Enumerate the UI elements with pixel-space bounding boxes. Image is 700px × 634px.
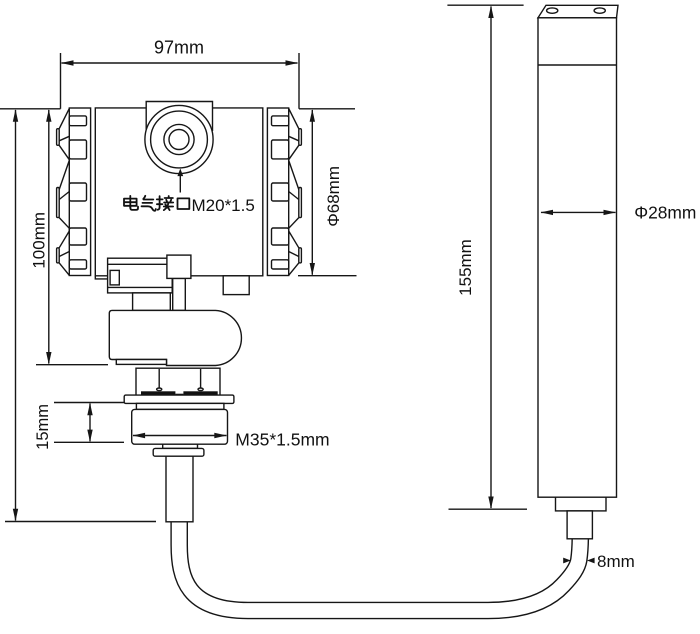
svg-text:Φ68mm: Φ68mm: [324, 166, 343, 227]
svg-text:15mm: 15mm: [34, 404, 52, 450]
svg-text:Φ28mm: Φ28mm: [634, 203, 696, 223]
svg-text:M35*1.5mm: M35*1.5mm: [235, 429, 329, 449]
svg-text:155mm: 155mm: [456, 239, 475, 296]
svg-text:8mm: 8mm: [597, 552, 635, 571]
svg-text:M20*1.5: M20*1.5: [192, 196, 255, 215]
svg-text:97mm: 97mm: [154, 38, 204, 58]
svg-text:100mm: 100mm: [29, 212, 48, 269]
